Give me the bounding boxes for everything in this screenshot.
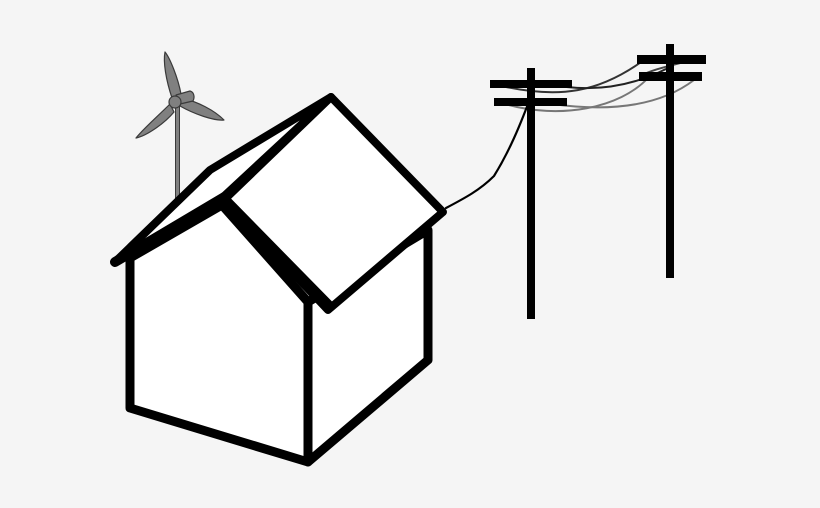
turbine-blade-up (163, 51, 182, 99)
pole-far-crossarm-bottom (639, 72, 702, 81)
turbine-blade-right (179, 97, 225, 121)
wind-turbine-icon (135, 51, 225, 211)
service-drop-wire (444, 102, 530, 210)
power-line-3 (504, 77, 649, 113)
pole-far-crossarm-top (637, 55, 706, 64)
roof-front-eave (110, 191, 231, 267)
power-line-1 (496, 59, 645, 94)
pole-far-post (666, 44, 674, 278)
house (110, 93, 447, 467)
pole-near-post (527, 68, 535, 319)
power-line-4 (551, 79, 695, 109)
turbine-blade-left (135, 103, 175, 139)
roof-gable-edge (218, 194, 334, 312)
turbine-hub (168, 95, 182, 109)
utility-pole-far (637, 44, 706, 278)
pole-near-crossarm-bottom (494, 98, 567, 106)
pole-near-crossarm-top (490, 80, 572, 88)
turbine-tower (175, 99, 180, 211)
utility-pole-near (490, 68, 572, 319)
